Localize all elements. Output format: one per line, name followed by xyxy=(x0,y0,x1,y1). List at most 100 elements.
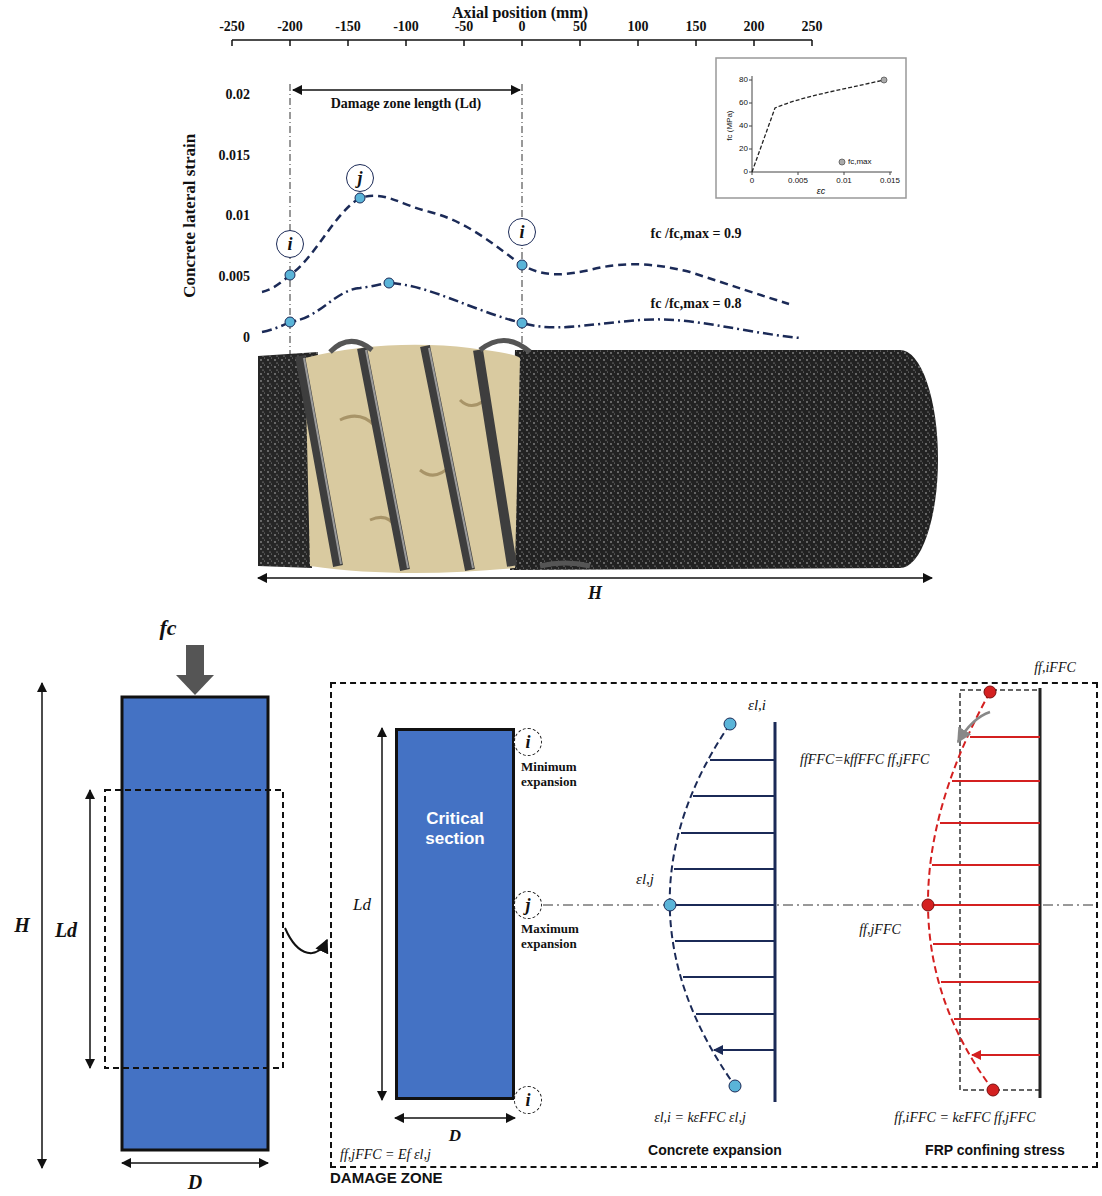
tick-label: 0.02 xyxy=(226,87,251,103)
tick-label: 50 xyxy=(573,19,587,35)
inset-tick: 0.01 xyxy=(836,176,852,185)
panel-caption: FRP confining stress xyxy=(925,1142,1065,1158)
strain-curve xyxy=(262,283,800,338)
damage-zone-outline xyxy=(105,790,283,1068)
section-note: Minimum expansion xyxy=(521,760,611,790)
reference-line xyxy=(774,722,777,1102)
legend-text: fc,max xyxy=(848,157,872,166)
callout-circle: i xyxy=(514,1086,542,1114)
dimension-arrow xyxy=(258,577,932,579)
dimension-arrow xyxy=(395,1117,515,1119)
callout-letter: j xyxy=(525,896,530,914)
load-arrow xyxy=(186,645,204,675)
crushed-concrete xyxy=(305,345,520,573)
curve-label: fc /fc,max = 0.9 xyxy=(649,226,744,242)
damage-zone-frame: DAMAGE ZONECritical sectioniji xyxy=(330,682,1098,1168)
data-point xyxy=(355,193,365,203)
tick-label: -200 xyxy=(277,19,303,35)
dimension-label: Ld xyxy=(55,919,77,942)
strain-point xyxy=(729,1080,741,1092)
callout-circle: j xyxy=(346,164,374,192)
axis-ticks xyxy=(232,40,812,46)
dimension-label: D xyxy=(449,1126,461,1146)
dimension-arrow xyxy=(122,1162,268,1164)
inset-tick: 0 xyxy=(750,176,754,185)
stress-strain-curve xyxy=(752,80,884,172)
section-note: Maximum expansion xyxy=(521,922,611,952)
inset-tick: 80 xyxy=(739,75,748,84)
formula-label: ff,iFFC xyxy=(1034,660,1076,676)
callout-circle: i xyxy=(514,728,542,756)
reference-line xyxy=(1039,688,1042,1098)
dimension-label: Damage zone length (Ld) xyxy=(331,96,482,112)
callout-letter: i xyxy=(525,1091,530,1109)
formula-label: εl,i = kεFFC εl,j xyxy=(654,1110,746,1126)
inset-tick: 40 xyxy=(739,121,748,130)
load-arrow xyxy=(176,675,214,695)
callout-circle: i xyxy=(508,218,536,246)
pointer-arrow xyxy=(958,712,990,742)
panel-caption: Concrete expansion xyxy=(648,1142,782,1158)
inset-ticks xyxy=(749,80,890,175)
inset-tick: 0 xyxy=(744,167,748,176)
uniform-stress-outline xyxy=(960,690,1040,1090)
callout-circle: j xyxy=(514,891,542,919)
data-point xyxy=(517,260,527,270)
tick-label: 0.015 xyxy=(219,148,251,164)
zone-heading: DAMAGE ZONE xyxy=(330,1169,443,1186)
tick-label: 200 xyxy=(744,19,765,35)
formula-label: ff,iFFC = kεFFC ff,jFFC xyxy=(894,1110,1035,1126)
formula-label: εl,j xyxy=(636,871,654,888)
callout-letter: j xyxy=(357,169,362,187)
inset-axis-title: εc xyxy=(817,186,825,196)
strain-curve xyxy=(262,196,789,304)
tick-label: -50 xyxy=(455,19,474,35)
tick-label: -250 xyxy=(219,19,245,35)
tick-label: 0.01 xyxy=(226,208,251,224)
strain-point xyxy=(724,718,736,730)
callout-circle: i xyxy=(276,230,304,258)
specimen-intact xyxy=(510,350,938,570)
inset-frame xyxy=(716,58,906,198)
section-label: Critical section xyxy=(425,809,485,848)
formula-label: ff,jFFC = Ef εl,j xyxy=(340,1147,431,1163)
specimen-texture xyxy=(510,350,938,570)
callout-letter: i xyxy=(287,235,292,253)
tick-label: 0.005 xyxy=(219,269,251,285)
dimension-arrow xyxy=(41,683,43,1168)
frp-strip-edge xyxy=(304,348,473,568)
inset-tick: 0.005 xyxy=(788,176,808,185)
inset-axis xyxy=(752,76,753,172)
stress-arrow xyxy=(930,737,1040,1055)
dimension-label: D xyxy=(188,1171,202,1194)
tick-label: 100 xyxy=(628,19,649,35)
dimension-arrow xyxy=(293,89,520,91)
section-box: Critical section xyxy=(395,728,515,1100)
data-point xyxy=(384,278,394,288)
inset-axis-title: fc (MPa) xyxy=(724,111,733,141)
stress-point xyxy=(984,686,996,698)
peak-marker xyxy=(881,77,887,83)
dimension-arrow xyxy=(89,790,91,1068)
callout-letter: i xyxy=(525,733,530,751)
inset-tick: 60 xyxy=(739,98,748,107)
zoom-arrow xyxy=(285,928,327,953)
strain-point xyxy=(664,899,676,911)
data-point xyxy=(517,318,527,328)
inset-tick: 20 xyxy=(739,144,748,153)
inset-axis xyxy=(752,172,892,173)
column xyxy=(122,697,268,1150)
formula-label: ff,jFFC xyxy=(859,922,901,938)
data-point xyxy=(285,317,295,327)
formula-label: ffFFC=kffFFC ff,jFFC xyxy=(800,752,929,768)
tick-label: 0 xyxy=(519,19,526,35)
formula-label: εl,i xyxy=(748,697,766,714)
data-point xyxy=(285,270,295,280)
stress-point xyxy=(922,899,934,911)
axis-title: Concrete lateral strain xyxy=(180,134,200,298)
tick-label: 0 xyxy=(243,330,250,346)
dimension-label: H xyxy=(14,914,30,937)
inset-tick: 0.015 xyxy=(880,176,900,185)
